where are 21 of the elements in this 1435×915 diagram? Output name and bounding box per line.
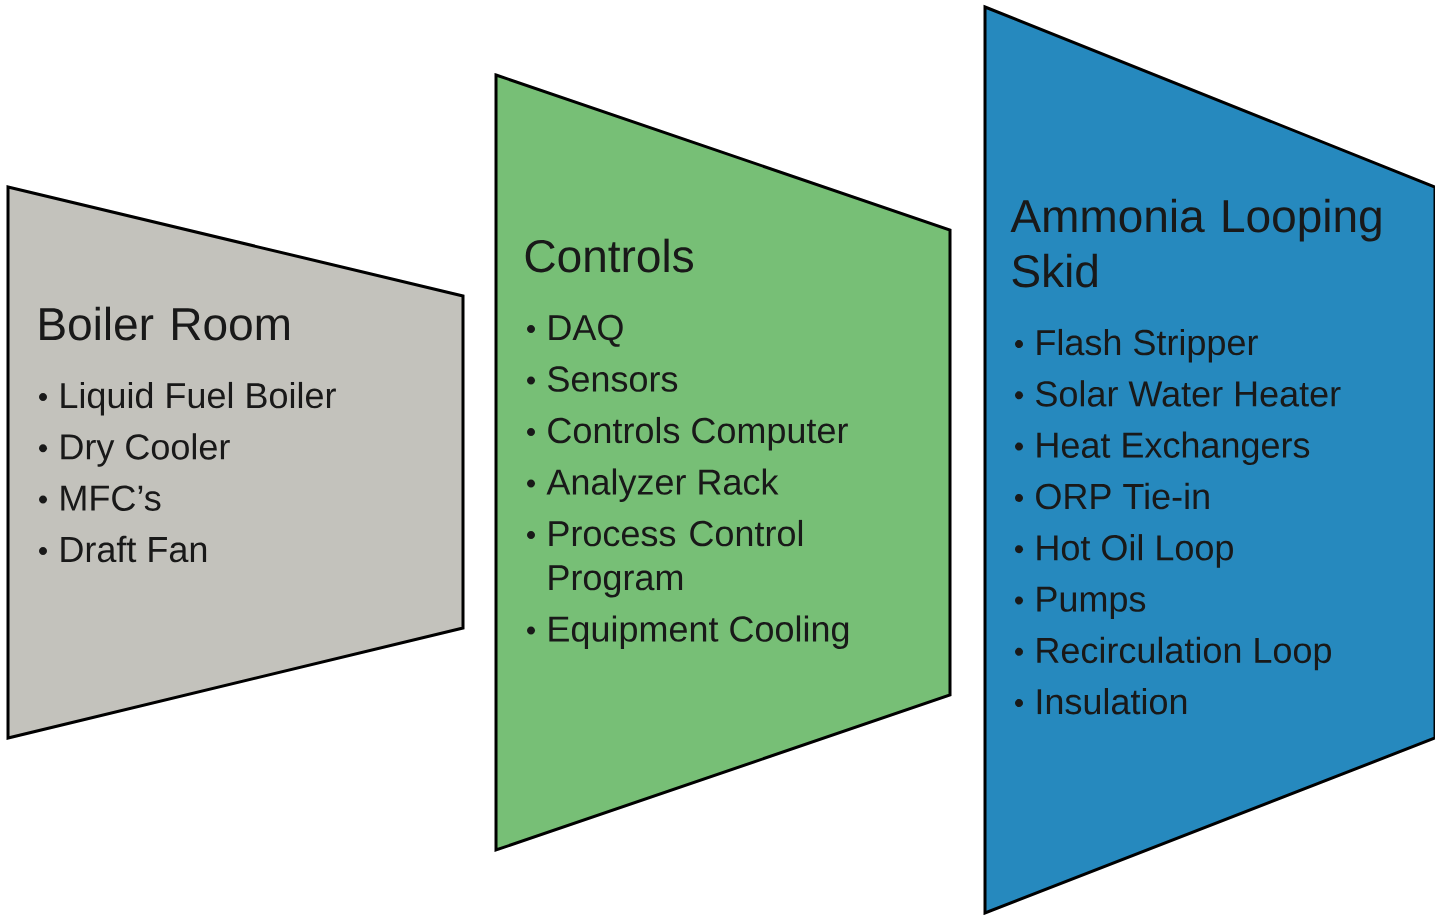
bullet-item: Insulation (1015, 688, 1187, 715)
bullet-item: Liquid Fuel Boiler (39, 381, 336, 416)
bullet-item: Draft Fan (39, 535, 207, 563)
bullet-item: Flash Stripper (1015, 328, 1258, 363)
heading: Controls (525, 238, 693, 273)
bullet-item: Analyzer Rack (527, 468, 779, 502)
bullet-item: Hot Oil Loop (1015, 534, 1233, 568)
bullet-item: Recirculation Loop (1015, 636, 1331, 671)
bullet-item: ORP Tie-in (1015, 482, 1209, 510)
bullet-item: MFC’s (39, 485, 161, 511)
bullet-item: Sensors (527, 366, 678, 392)
bullet-item: Equipment Cooling (527, 615, 849, 649)
bullet-item: Process Control Program (527, 519, 803, 598)
bullet-item: Controls Computer (527, 416, 848, 451)
heading: Ammonia Looping Skid (1010, 198, 1381, 288)
bullet-item: Pumps (1015, 586, 1146, 619)
bullet-item: Solar Water Heater (1015, 380, 1341, 407)
bullet-item: Heat Exchangers (1015, 431, 1310, 466)
bullet-item: DAQ (527, 314, 623, 347)
bullet-item: Dry Cooler (39, 433, 230, 467)
heading: Boiler Room (40, 306, 289, 341)
